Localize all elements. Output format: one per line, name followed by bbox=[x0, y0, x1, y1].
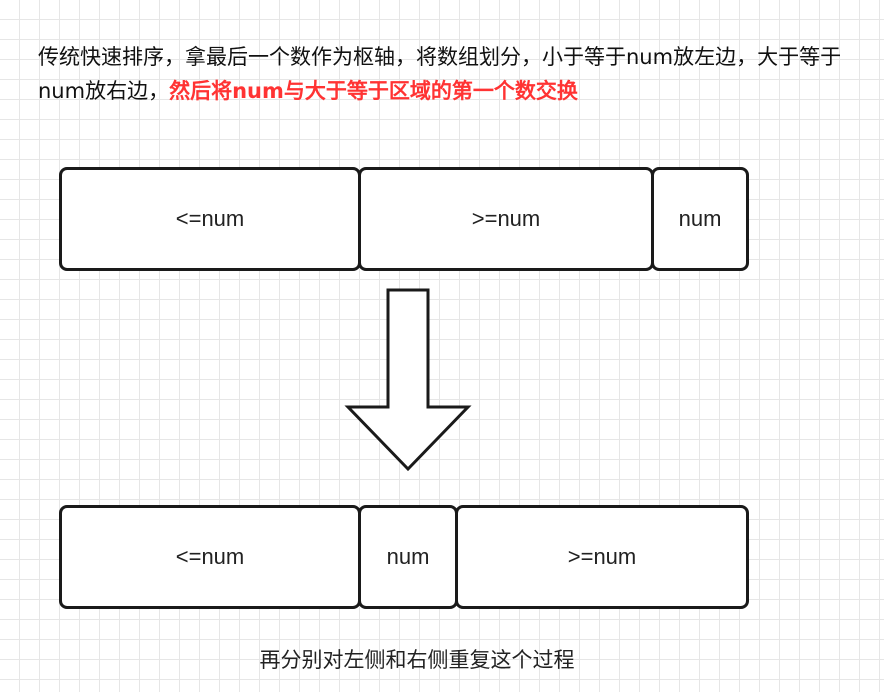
after-left-label: <=num bbox=[175, 544, 245, 569]
description-plain: 传统快速排序，拿最后一个数作为枢轴，将数组划分，小于等于num放左边，大于等于n… bbox=[38, 45, 842, 103]
after-pivot-label: num bbox=[386, 544, 430, 569]
before-middle-label: >=num bbox=[471, 206, 541, 231]
before-middle-region: >=num bbox=[358, 167, 654, 271]
after-right-label: >=num bbox=[567, 544, 637, 569]
after-left-region: <=num bbox=[59, 505, 361, 609]
after-right-region: >=num bbox=[455, 505, 749, 609]
before-left-label: <=num bbox=[175, 206, 245, 231]
after-pivot-box: num bbox=[358, 505, 458, 609]
down-arrow-shape bbox=[344, 288, 472, 472]
footer-caption: 再分别对左侧和右侧重复这个过程 bbox=[259, 648, 575, 672]
description-text: 传统快速排序，拿最后一个数作为枢轴，将数组划分，小于等于num放左边，大于等于n… bbox=[38, 40, 868, 108]
description-highlight: 然后将num与大于等于区域的第一个数交换 bbox=[169, 79, 578, 103]
before-pivot-box: num bbox=[651, 167, 749, 271]
before-pivot-label: num bbox=[678, 206, 722, 231]
